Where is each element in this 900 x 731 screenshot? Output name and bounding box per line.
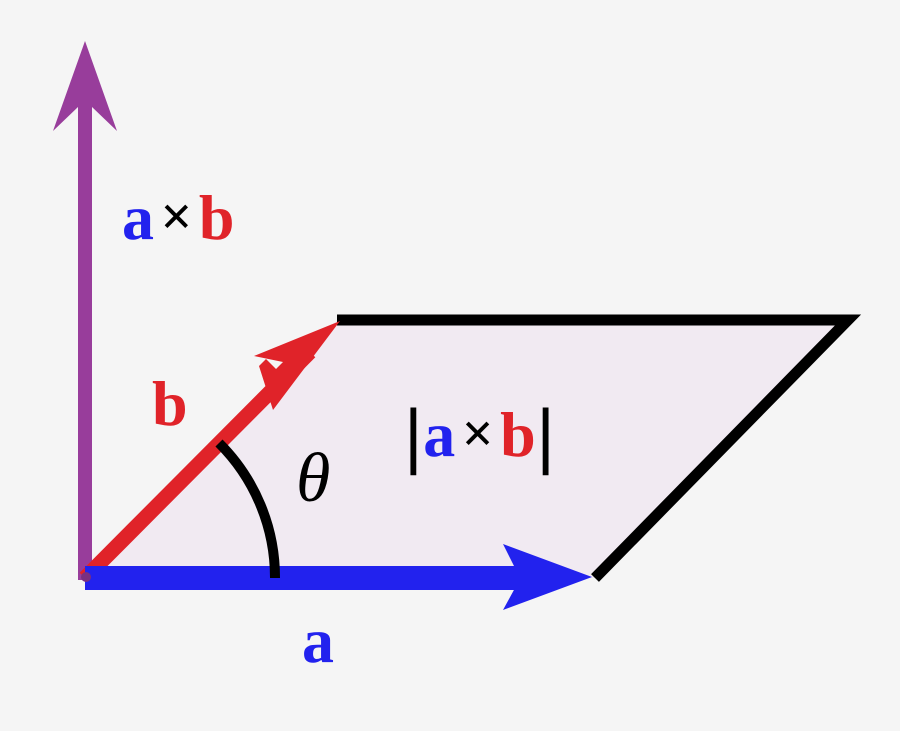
cross-label-times-icon: × <box>160 186 193 248</box>
magnitude-bar-left: | <box>404 396 424 476</box>
vector-b-arrowhead <box>254 321 340 410</box>
cross-product-arrowhead <box>53 41 117 131</box>
magnitude-label-a: a <box>423 399 456 470</box>
cross-label-a: a <box>122 182 155 253</box>
magnitude-label: |a×b| <box>404 396 555 472</box>
vector-a-label: a <box>302 605 334 676</box>
parallelogram-outline <box>337 314 862 582</box>
cross-product-label: a×b <box>122 186 235 250</box>
angle-theta-label: θ <box>296 440 331 517</box>
vector-a-arrowhead <box>503 544 592 610</box>
magnitude-label-times-icon: × <box>461 403 495 465</box>
cross-product-shaft <box>78 100 92 580</box>
vector-a-arrow <box>85 544 592 610</box>
origin-point <box>81 572 91 582</box>
magnitude-label-b: b <box>500 399 537 470</box>
magnitude-bar-right: | <box>536 396 556 476</box>
vector-b-label: b <box>152 368 188 439</box>
vector-cross-product-arrow <box>53 41 117 580</box>
vector-b-arrow <box>79 321 340 584</box>
angle-arc <box>215 439 281 579</box>
vector-a-shaft <box>85 566 515 590</box>
cross-label-b: b <box>198 182 236 253</box>
